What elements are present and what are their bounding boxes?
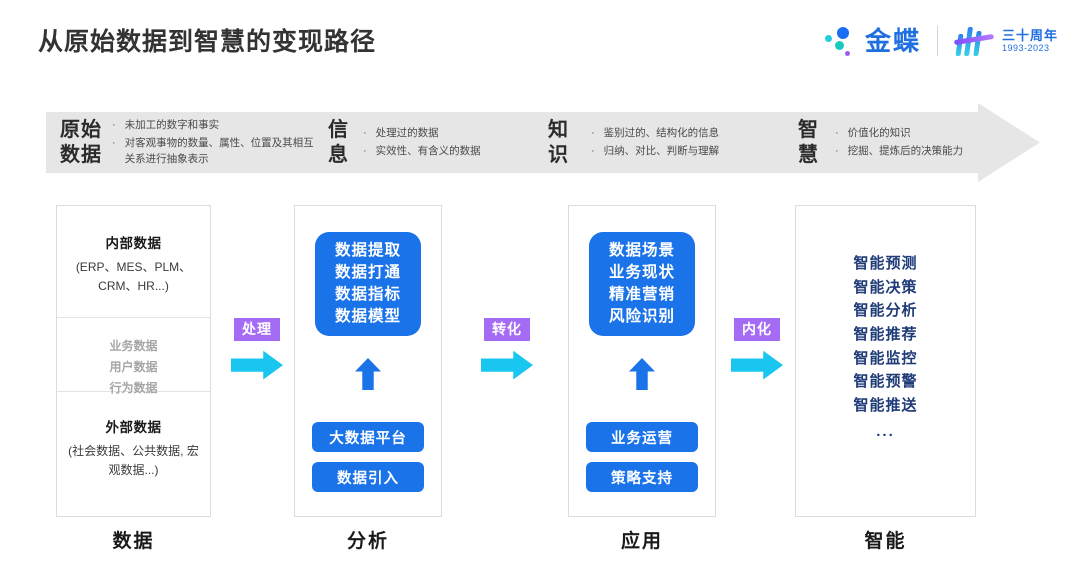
stage-bullet: · 鉴别过的、结构化的信息 xyxy=(591,126,719,141)
right-arrow-icon xyxy=(231,350,283,380)
capability-line: 数据模型 xyxy=(334,308,401,325)
analysis-capability-box[interactable]: 数据提取 数据打通 数据指标 数据模型 xyxy=(315,232,421,336)
stage-bullets: · 价值化的知识 · 挖掘、提炼后的决策能力 xyxy=(835,126,963,159)
bullet-text: 挖掘、提炼后的决策能力 xyxy=(847,145,964,157)
banner-stage-knowledge: 知识 · 鉴别过的、结构化的信息 · 归纳、对比、判断与理解 xyxy=(548,103,719,182)
bullet-text: 处理过的数据 xyxy=(375,126,439,139)
section-subtitle: (社会数据、公共数据, 宏观数据...) xyxy=(68,444,199,477)
data-type-line: 行为数据 xyxy=(109,381,158,395)
anniversary-text: 三十周年 1993-2023 xyxy=(1001,27,1058,54)
stage-bullets: · 未加工的数字和事实 · 对客观事物的数量、属性、位置及其相互关系进行抽象表示 xyxy=(112,118,315,167)
capability-line: 数据打通 xyxy=(334,264,401,281)
stage-banner: 原始数据 · 未加工的数字和事实 · 对客观事物的数量、属性、位置及其相互关系进… xyxy=(46,103,1040,182)
list-item: 智能推送 xyxy=(853,397,918,415)
anniversary-label: 三十周年 xyxy=(1001,27,1058,43)
stage-bullet: · 挖掘、提炼后的决策能力 xyxy=(835,144,963,159)
data-type-line: 业务数据 xyxy=(109,339,158,353)
list-item: 智能决策 xyxy=(853,278,918,296)
stage-name: 信息 xyxy=(328,119,349,166)
data-type-line: 用户数据 xyxy=(109,360,158,374)
list-item: 智能分析 xyxy=(853,302,918,320)
banner-stage-raw-data: 原始数据 · 未加工的数字和事实 · 对客观事物的数量、属性、位置及其相互关系进… xyxy=(60,103,315,182)
bullet-dot-icon: · xyxy=(835,145,839,157)
bullet-dot-icon: · xyxy=(591,126,595,139)
application-pill-operations[interactable]: 业务运营 xyxy=(586,422,698,452)
stage-bullets: · 处理过的数据 · 实效性、有含义的数据 xyxy=(363,126,481,159)
stage-bullet: · 处理过的数据 xyxy=(363,126,481,141)
list-item: 智能预警 xyxy=(853,373,918,391)
connector-label: 转化 xyxy=(484,318,530,342)
banner-stage-wisdom: 智慧 · 价值化的知识 · 挖掘、提炼后的决策能力 xyxy=(798,103,963,182)
stage-bullet: · 价值化的知识 xyxy=(835,126,963,141)
list-ellipsis: ... xyxy=(876,422,895,440)
application-pill-strategy[interactable]: 策略支持 xyxy=(586,462,698,492)
bullet-dot-icon: · xyxy=(363,145,367,157)
capability-line: 精准营销 xyxy=(608,286,675,303)
card-intelligence xyxy=(795,205,976,517)
section-data-types: 业务数据 用户数据 行为数据 xyxy=(57,318,210,395)
brand-name: 金蝶 xyxy=(864,26,921,56)
capability-line: 数据场景 xyxy=(608,242,675,259)
connector-transform: 转化 xyxy=(474,318,540,380)
stage-name: 原始数据 xyxy=(60,119,102,166)
stage-name: 智慧 xyxy=(798,119,819,166)
bullet-dot-icon: · xyxy=(835,126,839,139)
banner-arrow-shape xyxy=(46,103,1040,182)
stage-name: 知识 xyxy=(548,119,569,166)
bullet-text: 鉴别过的、结构化的信息 xyxy=(603,126,720,139)
capability-line: 数据指标 xyxy=(334,286,401,303)
capability-line: 业务现状 xyxy=(608,264,675,281)
stage-bullet: · 未加工的数字和事实 xyxy=(112,118,315,133)
connector-process: 处理 xyxy=(224,318,290,380)
section-subtitle: (ERP、MES、PLM、CRM、HR...) xyxy=(75,260,192,293)
analysis-pill-platform[interactable]: 大数据平台 xyxy=(312,422,424,452)
column-label-intelligence: 智能 xyxy=(864,531,907,552)
stage-bullets: · 鉴别过的、结构化的信息 · 归纳、对比、判断与理解 xyxy=(591,126,719,159)
column-label-data: 数据 xyxy=(112,531,155,552)
capability-line: 风险识别 xyxy=(608,308,675,325)
kingdee-dots-icon xyxy=(821,24,855,58)
application-capability-box[interactable]: 数据场景 业务现状 精准营销 风险识别 xyxy=(589,232,695,336)
stage-bullet: · 对客观事物的数量、属性、位置及其相互关系进行抽象表示 xyxy=(112,136,315,166)
bullet-text: 未加工的数字和事实 xyxy=(124,119,220,132)
stage-bullet: · 归纳、对比、判断与理解 xyxy=(591,144,719,159)
connector-label: 处理 xyxy=(234,318,280,342)
column-label-application: 应用 xyxy=(620,531,663,552)
bullet-dot-icon: · xyxy=(112,137,116,150)
right-arrow-icon xyxy=(731,350,783,380)
page-title: 从原始数据到智慧的变现路径 xyxy=(38,28,377,56)
bullet-text: 实效性、有含义的数据 xyxy=(375,145,481,157)
stage-bullet: · 实效性、有含义的数据 xyxy=(363,144,481,159)
list-item: 智能预测 xyxy=(853,255,918,272)
capability-line: 数据提取 xyxy=(334,242,401,259)
connector-internalize: 内化 xyxy=(724,318,790,380)
right-arrow-icon xyxy=(481,350,533,380)
list-item: 智能监控 xyxy=(853,349,918,367)
bullet-text: 对客观事物的数量、属性、位置及其相互关系进行抽象表示 xyxy=(124,137,314,165)
section-title: 外部数据 xyxy=(105,420,162,435)
list-item: 智能推荐 xyxy=(853,326,918,344)
section-internal-data: 内部数据 (ERP、MES、PLM、CRM、HR...) xyxy=(57,206,210,318)
anniversary-years: 1993-2023 xyxy=(1001,42,1050,53)
bullet-dot-icon: · xyxy=(112,119,116,132)
bullet-dot-icon: · xyxy=(591,145,595,157)
brand-logo: 金蝶 三十周年 1993-2023 xyxy=(821,20,1058,62)
brand-divider xyxy=(936,26,938,56)
bullet-dot-icon: · xyxy=(363,126,367,139)
intelligence-list: 智能预测 智能决策 智能分析 智能推荐 智能监控 智能预警 智能推送 ... xyxy=(795,252,976,446)
section-title: 内部数据 xyxy=(105,236,162,251)
bullet-text: 归纳、对比、判断与理解 xyxy=(603,145,720,157)
analysis-pill-ingest[interactable]: 数据引入 xyxy=(312,462,424,492)
banner-stage-information: 信息 · 处理过的数据 · 实效性、有含义的数据 xyxy=(328,103,481,182)
connector-label: 内化 xyxy=(734,318,780,342)
section-external-data: 外部数据 (社会数据、公共数据, 宏观数据...) xyxy=(57,392,210,479)
bullet-text: 价值化的知识 xyxy=(847,126,911,139)
anniversary-mark-icon xyxy=(953,24,995,58)
card-data: 内部数据 (ERP、MES、PLM、CRM、HR...) 业务数据 用户数据 行… xyxy=(56,205,211,517)
column-label-analysis: 分析 xyxy=(346,531,389,552)
